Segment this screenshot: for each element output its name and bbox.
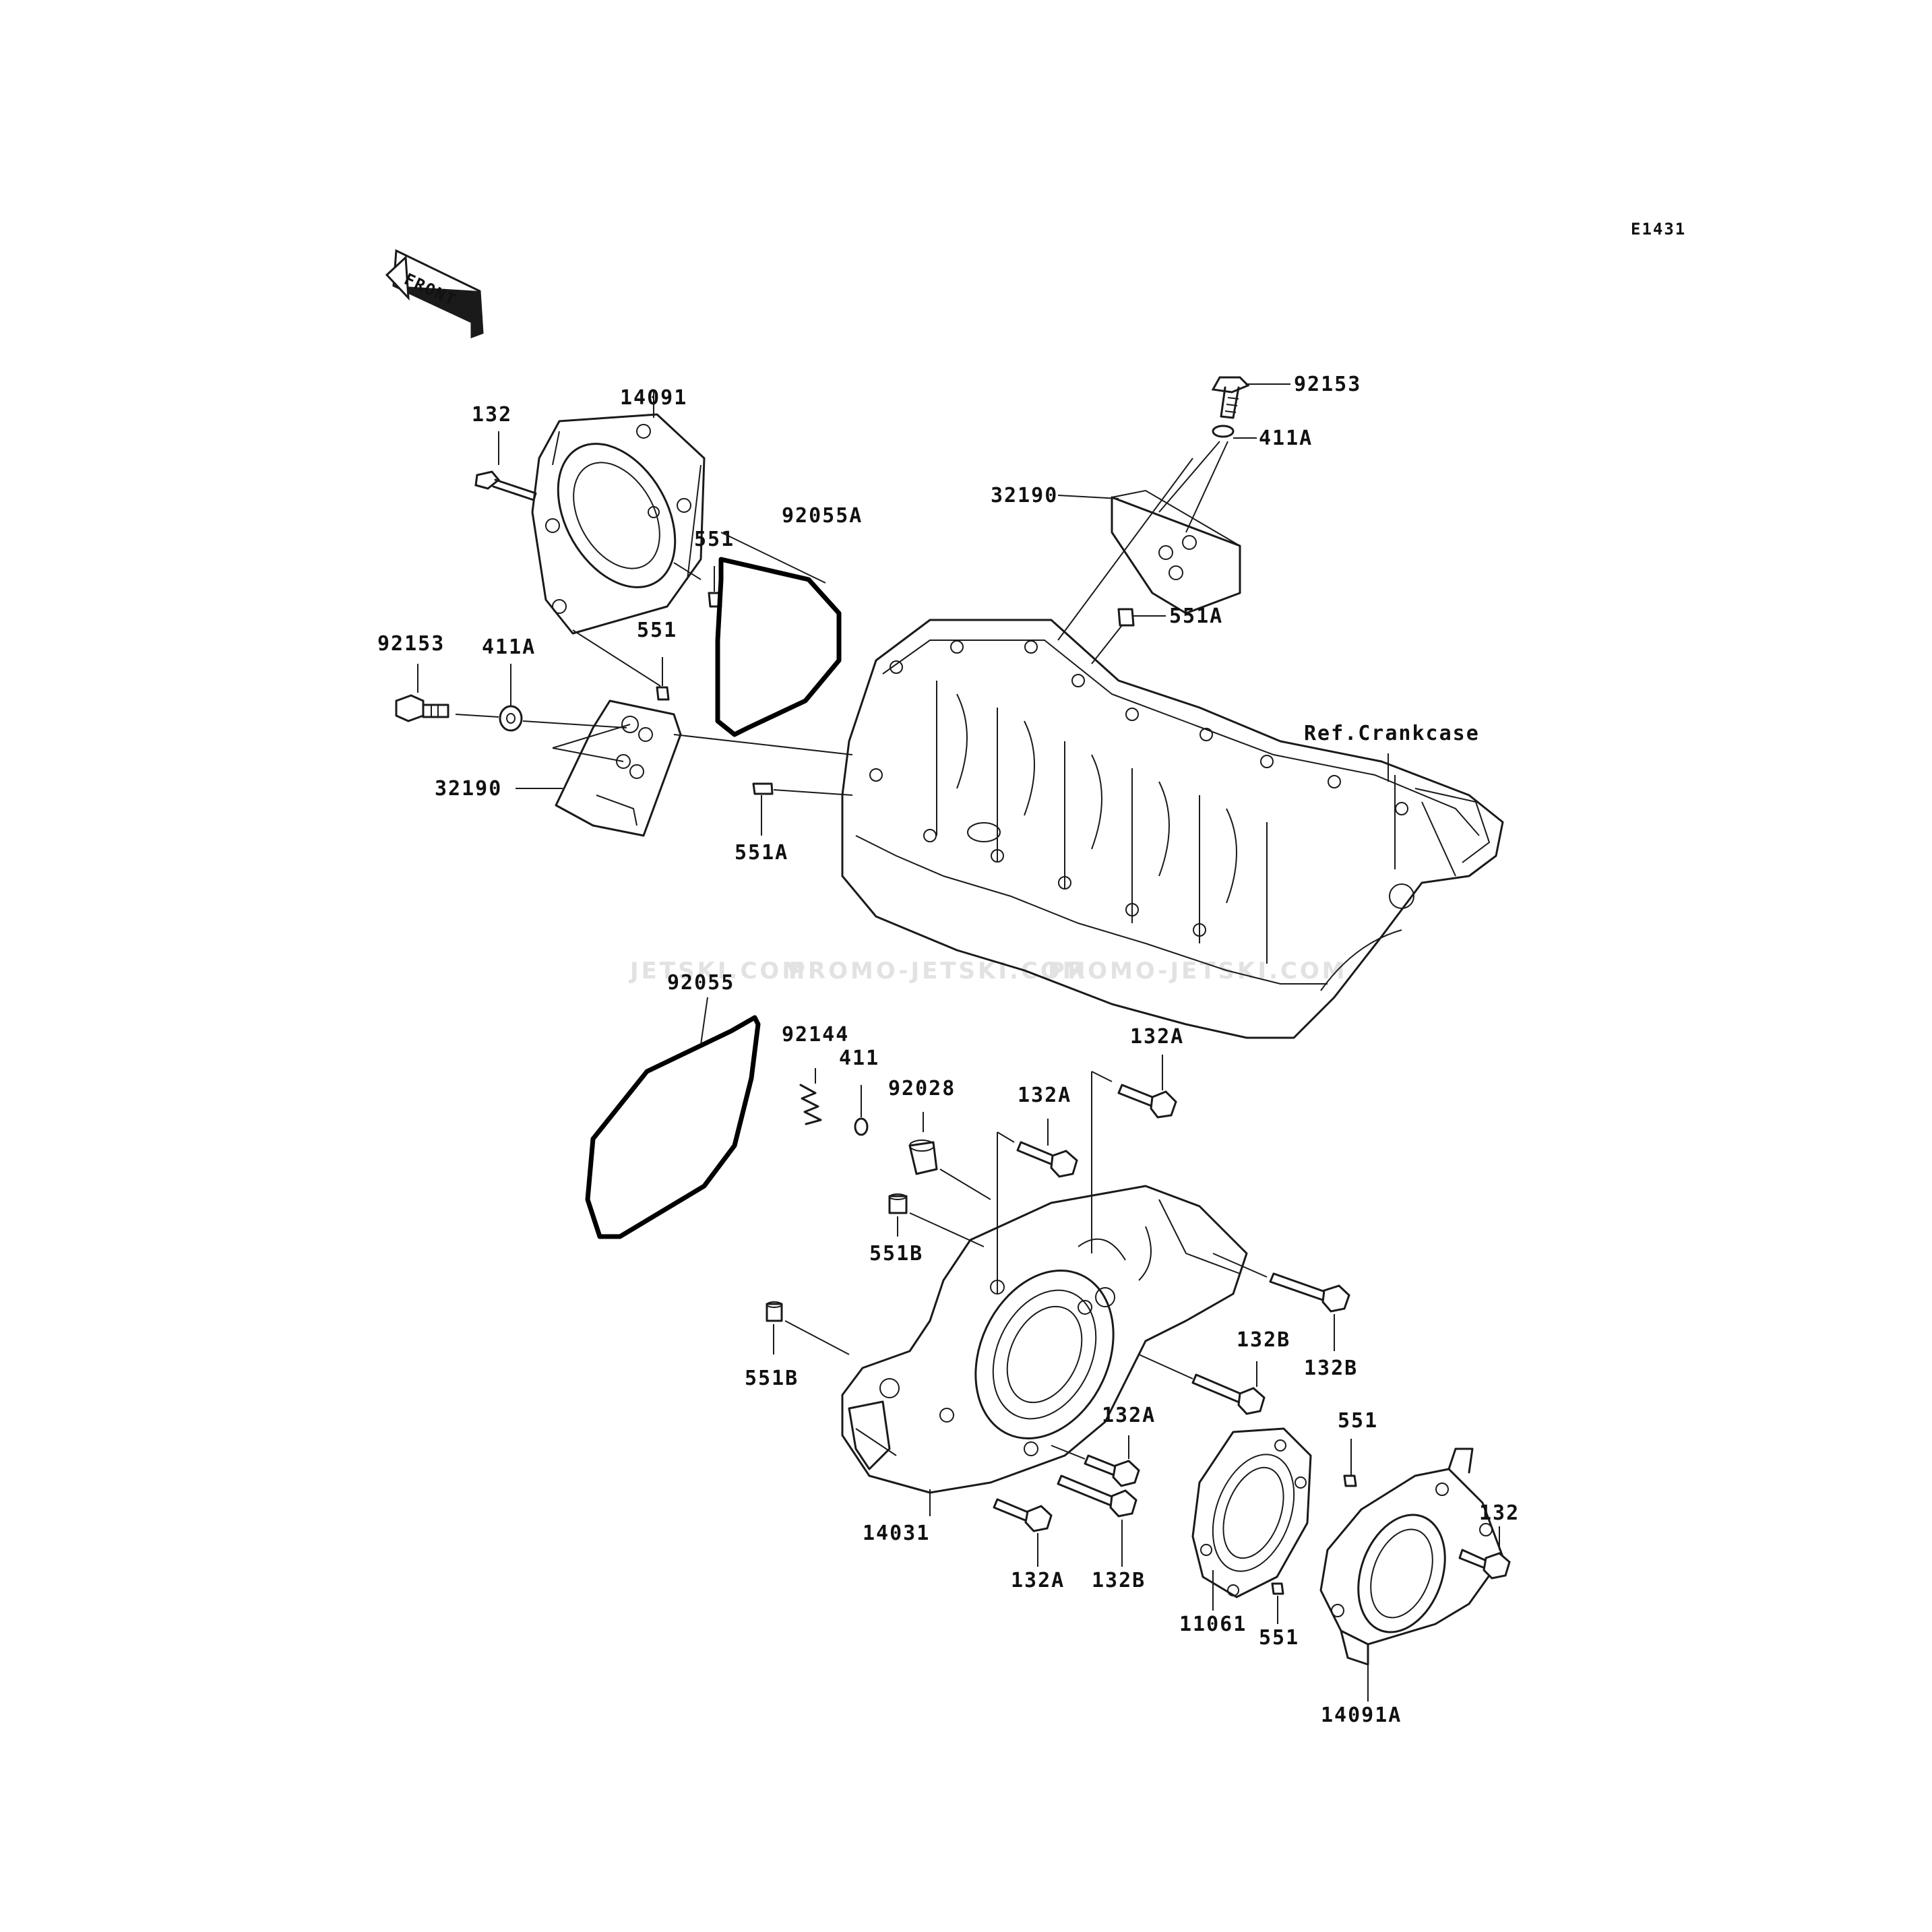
label-14091A: 14091A (1321, 1704, 1402, 1727)
bolt-132A-3 (1051, 1435, 1140, 1487)
label-32190-left: 32190 (435, 777, 502, 801)
bolt-132-right (1458, 1526, 1511, 1580)
label-132A-4: 132A (1011, 1569, 1065, 1592)
crankcase-reference (841, 619, 1504, 1039)
label-92153-top: 92153 (1294, 373, 1361, 396)
label-132A-3: 132A (1102, 1404, 1156, 1427)
gasket-11061 (1191, 1427, 1312, 1611)
cover-32190-left (516, 699, 853, 837)
cover-14091-left (531, 413, 706, 635)
housing-14031 (841, 1185, 1248, 1516)
bolt-132A-1 (1117, 1055, 1177, 1119)
label-132-right: 132 (1479, 1501, 1520, 1525)
bolt-132-left (474, 431, 537, 501)
bolt-132B-2 (1138, 1354, 1266, 1415)
label-411A-top: 411A (1259, 427, 1313, 450)
dowel-551-c (1343, 1439, 1357, 1487)
label-92144: 92144 (782, 1023, 849, 1047)
label-132B-2: 132B (1304, 1357, 1358, 1380)
watermark-text-1: JETSKI.COM (629, 958, 807, 985)
watermark: JETSKI.COM PROMO-JETSKI.COM PROMO-JETSKI… (629, 958, 1348, 985)
label-551B-2: 551B (745, 1367, 799, 1390)
oring-92055 (585, 997, 761, 1239)
label-92055A: 92055A (782, 504, 863, 528)
label-551A-top: 551A (1169, 604, 1223, 628)
dowel-551A-left (752, 782, 853, 836)
label-14031: 14031 (863, 1522, 930, 1545)
label-132B-3: 132B (1092, 1569, 1146, 1592)
label-132-left: 132 (472, 403, 512, 427)
label-551B-1: 551B (869, 1242, 923, 1266)
label-32190-top: 32190 (991, 484, 1058, 507)
plug-92028 (908, 1112, 991, 1200)
washer-411A-left (455, 664, 523, 732)
dowel-551B-1 (888, 1193, 985, 1247)
dowel-551B-2 (766, 1301, 850, 1355)
leader-32190-crankcase (1057, 458, 1193, 641)
label-411A-left: 411A (482, 635, 536, 659)
part-labels: 92153 411A 32190 551A 132 14091 551 551 … (377, 373, 1520, 1727)
label-551-a: 551 (694, 528, 735, 551)
cover-32190-top (1057, 489, 1241, 615)
washer-411A-top (1158, 425, 1257, 533)
dowel-551-b (572, 629, 670, 701)
bolt-92153-top (1211, 376, 1290, 419)
cover-14091A (1319, 1447, 1504, 1702)
housing-leaders (997, 1071, 1113, 1294)
dowel-551A-top (1091, 608, 1166, 664)
label-551-d: 551 (1259, 1626, 1299, 1650)
label-551A-left: 551A (735, 841, 788, 865)
oring-92055A (715, 532, 842, 737)
label-92028: 92028 (888, 1077, 956, 1100)
label-551-c: 551 (1338, 1409, 1378, 1433)
label-132B-1: 132B (1237, 1328, 1290, 1352)
washer-411 (854, 1085, 869, 1136)
spring-92144 (799, 1068, 822, 1125)
bolt-132A-4 (993, 1498, 1053, 1567)
label-551-b: 551 (637, 619, 677, 642)
bolt-132B-3 (1057, 1474, 1138, 1567)
label-132A-1: 132A (1130, 1025, 1184, 1049)
label-411: 411 (839, 1047, 879, 1070)
label-11061: 11061 (1179, 1613, 1247, 1636)
dowel-551-a (673, 562, 722, 608)
bolt-92153-left (395, 664, 449, 722)
label-14091: 14091 (620, 386, 687, 410)
watermark-text-3: PROMO-JETSKI.COM (1048, 958, 1348, 985)
label-132A-2: 132A (1018, 1084, 1071, 1107)
diagram-code: E1431 (1631, 220, 1686, 239)
watermark-text-2: PROMO-JETSKI.COM (788, 958, 1088, 985)
label-92153-left: 92153 (377, 632, 445, 656)
front-arrow-icon: FRONT (385, 249, 484, 339)
label-92055: 92055 (667, 971, 735, 995)
dowel-551-d (1271, 1582, 1284, 1624)
bolt-132B-1 (1212, 1253, 1350, 1351)
bolt-132A-2 (1016, 1119, 1078, 1178)
ref-crankcase-label: Ref.Crankcase (1304, 722, 1480, 745)
